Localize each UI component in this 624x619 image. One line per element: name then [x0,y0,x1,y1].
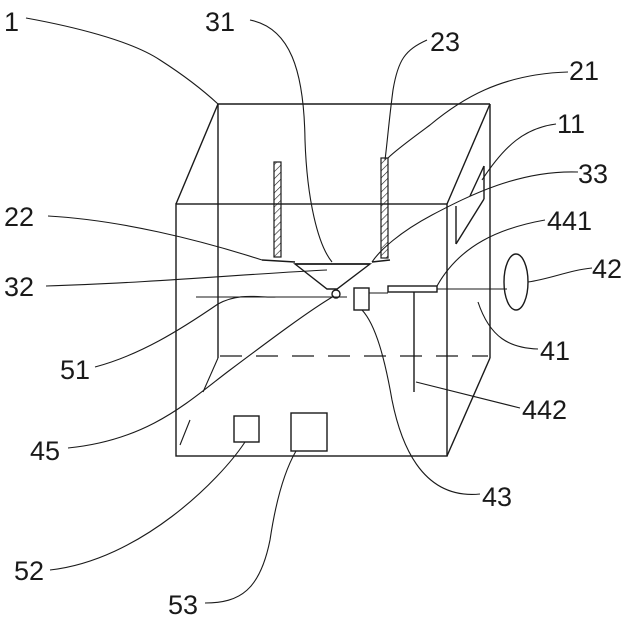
label-42: 42 [592,254,622,284]
leader-lines [26,18,592,603]
label-33: 33 [578,159,608,189]
handle-knob [504,254,528,310]
label-43: 43 [482,482,512,512]
label-32: 32 [4,272,34,302]
callout-labels: 1 31 23 21 11 33 22 441 32 42 51 41 442 … [4,7,622,619]
label-441: 441 [547,206,592,236]
label-22: 22 [4,202,34,232]
label-31: 31 [205,7,235,37]
right-plate [381,158,388,258]
label-23: 23 [430,27,460,57]
left-plate [274,162,281,257]
side-window [456,166,484,244]
label-442: 442 [522,395,567,425]
funnel [262,260,390,289]
small-box-left [234,416,259,442]
rod-head [388,286,437,292]
label-45: 45 [30,436,60,466]
label-11: 11 [557,109,585,139]
block [354,288,369,310]
housing [176,104,490,456]
label-41: 41 [540,336,570,366]
small-box-right [291,413,327,451]
label-21: 21 [569,56,599,86]
label-51: 51 [60,355,90,385]
label-53: 53 [168,590,198,619]
label-52: 52 [14,556,44,586]
label-1: 1 [4,7,19,37]
